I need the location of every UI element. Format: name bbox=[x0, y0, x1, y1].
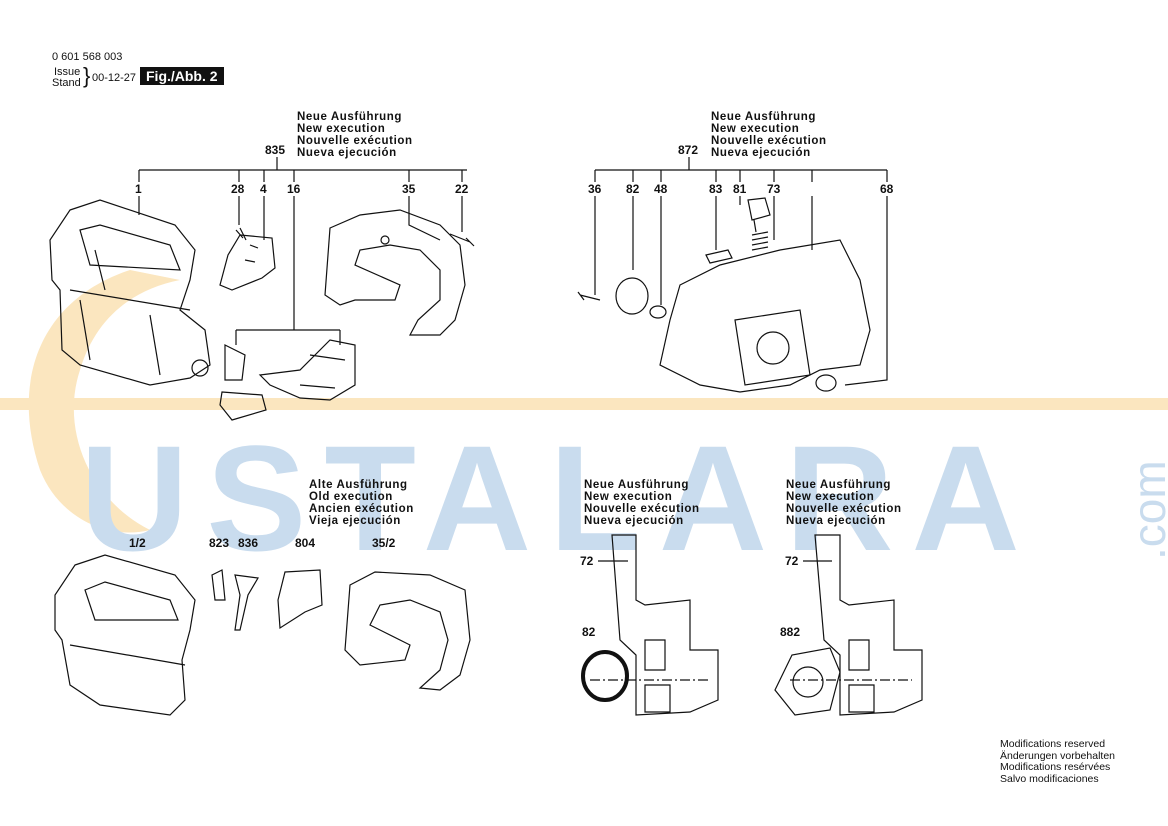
note-line-de: Neue Ausführung bbox=[786, 479, 892, 491]
housing-part-1 bbox=[49, 199, 211, 386]
switch-part-4 bbox=[219, 234, 276, 291]
bracket-16 bbox=[235, 329, 341, 345]
part-number-1-2: 1/2 bbox=[129, 536, 146, 550]
screw-part-22 bbox=[449, 233, 475, 247]
part-number-4: 4 bbox=[260, 182, 267, 196]
switch-old-part-804 bbox=[277, 569, 323, 630]
spring-part-73 bbox=[751, 231, 769, 251]
bracket-872 bbox=[594, 157, 888, 182]
note-line-fr: Nouvelle exécution bbox=[786, 503, 902, 515]
issue-label: Issue bbox=[54, 66, 81, 78]
handle-part-35-hole bbox=[380, 235, 390, 245]
issue-date: 00-12-27 bbox=[92, 72, 137, 84]
watermark-letters: USTALARA bbox=[80, 414, 1038, 582]
leader-lines-835 bbox=[138, 196, 463, 330]
group-label-872: 872 bbox=[678, 143, 699, 157]
note-line-es: Nueva ejecución bbox=[584, 515, 684, 527]
note-line-de: Alte Ausführung bbox=[309, 479, 408, 491]
brush-holder-old-part-836 bbox=[234, 574, 259, 631]
note-line-es: Nueva ejecución bbox=[297, 147, 397, 159]
part-number-68: 68 bbox=[880, 182, 894, 196]
note-line-fr: Nouvelle exécution bbox=[297, 135, 413, 147]
sleeve-part-48 bbox=[649, 305, 667, 319]
part-number-48: 48 bbox=[654, 182, 668, 196]
detail-a-part-82: 82 bbox=[582, 625, 596, 639]
part-number-22: 22 bbox=[455, 182, 469, 196]
handle-part-35 bbox=[324, 209, 466, 336]
detail-b-flange-bore bbox=[792, 666, 824, 698]
modifications-line-en: Modifications reserved bbox=[1000, 738, 1106, 750]
note-new-execution-2: Neue Ausführung New execution Nouvelle e… bbox=[711, 111, 827, 159]
guard-part-68-bore bbox=[756, 331, 790, 365]
note-line-de: Neue Ausführung bbox=[584, 479, 690, 491]
note-line-en: New execution bbox=[297, 123, 386, 135]
note-line-de: Neue Ausführung bbox=[297, 111, 403, 123]
bracket-835 bbox=[138, 157, 467, 182]
modifications-line-fr: Modifications resérvées bbox=[1000, 761, 1111, 773]
note-line-fr: Ancien exécution bbox=[309, 503, 414, 515]
spring-old-part-823 bbox=[211, 569, 226, 601]
watermark-band bbox=[0, 398, 1168, 410]
note-line-en: New execution bbox=[711, 123, 800, 135]
part-number-16: 16 bbox=[287, 182, 301, 196]
brace: } bbox=[83, 63, 91, 88]
note-detail-a: Neue Ausführung New execution Nouvelle e… bbox=[584, 479, 700, 527]
watermark-suffix: .com bbox=[1123, 460, 1168, 560]
bushing-part-68 bbox=[815, 374, 837, 392]
note-line-de: Neue Ausführung bbox=[711, 111, 817, 123]
watermark-swoosh bbox=[28, 270, 180, 533]
drawing-lines bbox=[49, 157, 923, 716]
note-line-es: Nueva ejecución bbox=[711, 147, 811, 159]
screw-part-36 bbox=[577, 291, 601, 301]
detail-b-part-72: 72 bbox=[785, 554, 799, 568]
detail-a-o-ring-82 bbox=[581, 650, 629, 702]
note-line-en: New execution bbox=[584, 491, 673, 503]
note-line-fr: Nouvelle exécution bbox=[711, 135, 827, 147]
group-label-835: 835 bbox=[265, 143, 286, 157]
watermark: USTALARA .com bbox=[0, 270, 1168, 582]
detail-b-flange-882 bbox=[774, 647, 841, 716]
note-new-execution-1: Neue Ausführung New execution Nouvelle e… bbox=[297, 111, 413, 159]
stand-label: Stand bbox=[52, 77, 81, 89]
detail-b-section bbox=[814, 534, 923, 716]
modifications-line-de: Änderungen vorbehalten bbox=[1000, 749, 1116, 762]
detail-a-part-72: 72 bbox=[580, 554, 594, 568]
note-line-en: New execution bbox=[786, 491, 875, 503]
note-line-es: Vieja ejecución bbox=[309, 515, 401, 527]
note-detail-b: Neue Ausführung New execution Nouvelle e… bbox=[786, 479, 902, 527]
note-line-es: Nueva ejecución bbox=[786, 515, 886, 527]
pad-part-83 bbox=[705, 249, 733, 264]
note-line-en: Old execution bbox=[309, 491, 393, 503]
modifications-line-es: Salvo modificaciones bbox=[1000, 772, 1099, 785]
part-number-36: 36 bbox=[588, 182, 602, 196]
housing-old-part-1-2 bbox=[54, 554, 196, 716]
note-old-execution: Alte Ausführung Old execution Ancien exé… bbox=[309, 479, 414, 527]
brush-part-16 bbox=[219, 339, 356, 421]
part-number-83: 83 bbox=[709, 182, 723, 196]
part-number-1: 1 bbox=[135, 182, 142, 196]
detail-b-part-882: 882 bbox=[780, 625, 801, 639]
part-number-804: 804 bbox=[295, 536, 316, 550]
modifications-note: Modifications reserved Änderungen vorbeh… bbox=[1000, 738, 1116, 785]
o-ring-part-82 bbox=[615, 277, 649, 315]
leader-lines-872 bbox=[594, 196, 888, 386]
part-number-28: 28 bbox=[231, 182, 245, 196]
plunger-part-81 bbox=[747, 197, 771, 233]
screw-part-28 bbox=[235, 227, 247, 241]
handle-old-part-35-2 bbox=[344, 571, 471, 691]
housing-part-1-nose bbox=[191, 359, 209, 377]
doc-number: 0 601 568 003 bbox=[52, 51, 123, 63]
part-number-35-2: 35/2 bbox=[372, 536, 396, 550]
figure-label: Fig./Abb. 2 bbox=[140, 67, 224, 85]
detail-a-section bbox=[611, 534, 719, 716]
part-number-73: 73 bbox=[767, 182, 781, 196]
part-number-823: 823 bbox=[209, 536, 230, 550]
part-number-81: 81 bbox=[733, 182, 747, 196]
guard-part-68 bbox=[659, 239, 871, 393]
part-number-82: 82 bbox=[626, 182, 640, 196]
note-line-fr: Nouvelle exécution bbox=[584, 503, 700, 515]
part-number-836: 836 bbox=[238, 536, 259, 550]
part-number-35: 35 bbox=[402, 182, 416, 196]
